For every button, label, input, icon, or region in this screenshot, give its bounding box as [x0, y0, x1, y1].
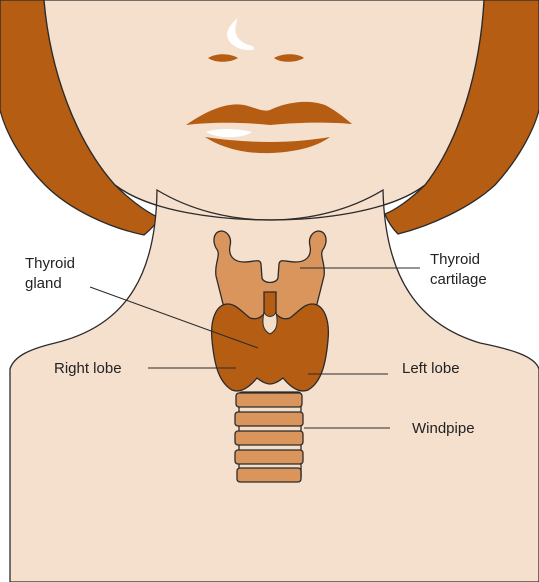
label-thyroid-cartilage: Thyroid cartilage: [430, 251, 487, 288]
windpipe-ring: [237, 468, 301, 482]
thyroid-gland: [212, 292, 329, 391]
label-thyroid-cartilage-line2: cartilage: [430, 271, 487, 288]
label-thyroid-gland-line2: gland: [25, 275, 62, 292]
windpipe-ring: [235, 431, 303, 445]
windpipe-ring: [236, 393, 302, 407]
windpipe-ring: [235, 450, 303, 464]
windpipe: [235, 392, 303, 482]
neck-and-shoulders: [10, 190, 539, 582]
label-thyroid-gland: Thyroid gland: [25, 255, 79, 292]
label-thyroid-cartilage-line1: Thyroid: [430, 251, 480, 268]
label-thyroid-gland-line1: Thyroid: [25, 255, 75, 272]
label-right-lobe: Right lobe: [54, 360, 122, 377]
label-windpipe: Windpipe: [412, 420, 475, 437]
windpipe-ring: [235, 412, 303, 426]
label-left-lobe: Left lobe: [402, 360, 460, 377]
